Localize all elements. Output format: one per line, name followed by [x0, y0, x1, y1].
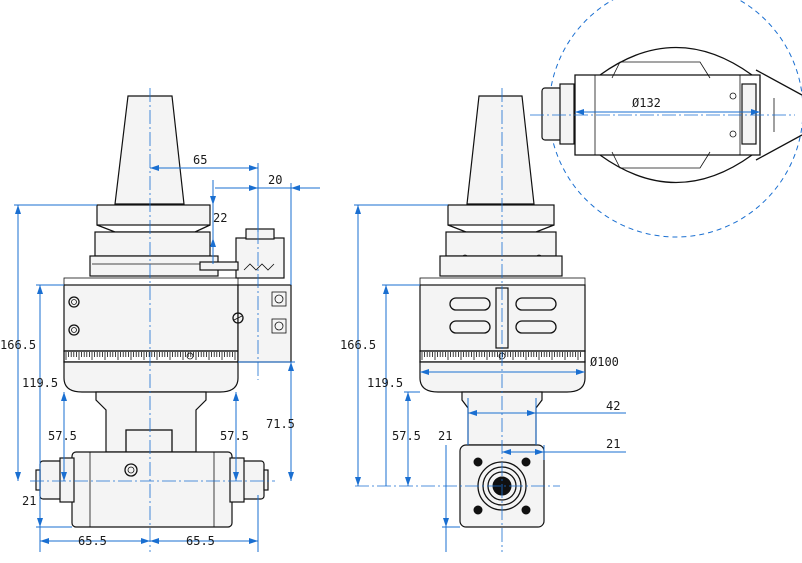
front-dim-height-71: 71.5: [266, 417, 295, 431]
front-taper-shank: [114, 95, 185, 205]
front-center-lines: [30, 88, 275, 552]
front-dim-height-21: 21: [22, 494, 36, 508]
side-dim-height-119: 119.5: [367, 376, 403, 390]
side-taper-shank: [466, 95, 535, 205]
front-dim-height-57-right: 57.5: [220, 429, 249, 443]
front-center-screw: [124, 463, 138, 477]
side-dimensions: 166.5 119.5 57.5 21 Ø100 42 21: [340, 204, 626, 552]
front-view: [35, 95, 292, 528]
side-collar: [439, 255, 563, 277]
front-flange-lower: [94, 231, 211, 257]
side-flange-top: [447, 204, 555, 226]
front-stop-block: [235, 237, 285, 279]
front-dim-width-right: 65.5: [186, 534, 215, 548]
side-dim-height-21: 21: [438, 429, 452, 443]
front-dim-offset-65: 65: [193, 153, 207, 167]
side-dim-height-57: 57.5: [392, 429, 421, 443]
front-dim-offset-20: 20: [268, 173, 282, 187]
side-view: [419, 95, 586, 528]
front-flange-top: [96, 204, 211, 226]
front-screw-1: [68, 296, 80, 308]
front-dim-overall-height: 166.5: [0, 338, 36, 352]
detail-dim-diameter-132: Ø132: [632, 96, 661, 110]
side-flange-lower: [445, 231, 557, 257]
front-dim-width-left: 65.5: [78, 534, 107, 548]
side-dim-width-42: 42: [606, 399, 620, 413]
front-bracket-screw: [232, 312, 244, 324]
front-dim-offset-22: 22: [213, 211, 227, 225]
side-lower-cap: [419, 361, 586, 393]
front-lower-housing: [71, 451, 233, 528]
front-stop-bracket: [237, 284, 292, 363]
front-collar: [89, 255, 219, 277]
front-dimensions: 166.5 119.5 57.5 21 57.5 71.5 65: [0, 153, 320, 552]
front-scale-ticks: [65, 352, 236, 360]
front-main-body: [63, 284, 239, 352]
side-dim-diameter-100: Ø100: [590, 355, 619, 369]
front-screw-2: [68, 324, 80, 336]
front-lower-cap: [63, 361, 239, 393]
front-dim-height-57-left: 57.5: [48, 429, 77, 443]
front-neck: [95, 391, 207, 453]
side-scale-ticks: [421, 352, 581, 360]
detail-boundary-circle: [548, 0, 802, 238]
side-dim-overall-height: 166.5: [340, 338, 376, 352]
detail-view: Ø132: [530, 0, 802, 238]
front-dim-height-119: 119.5: [22, 376, 58, 390]
side-center-lines: [355, 88, 560, 552]
side-dim-width-21: 21: [606, 437, 620, 451]
front-flange-groove: [96, 224, 211, 233]
